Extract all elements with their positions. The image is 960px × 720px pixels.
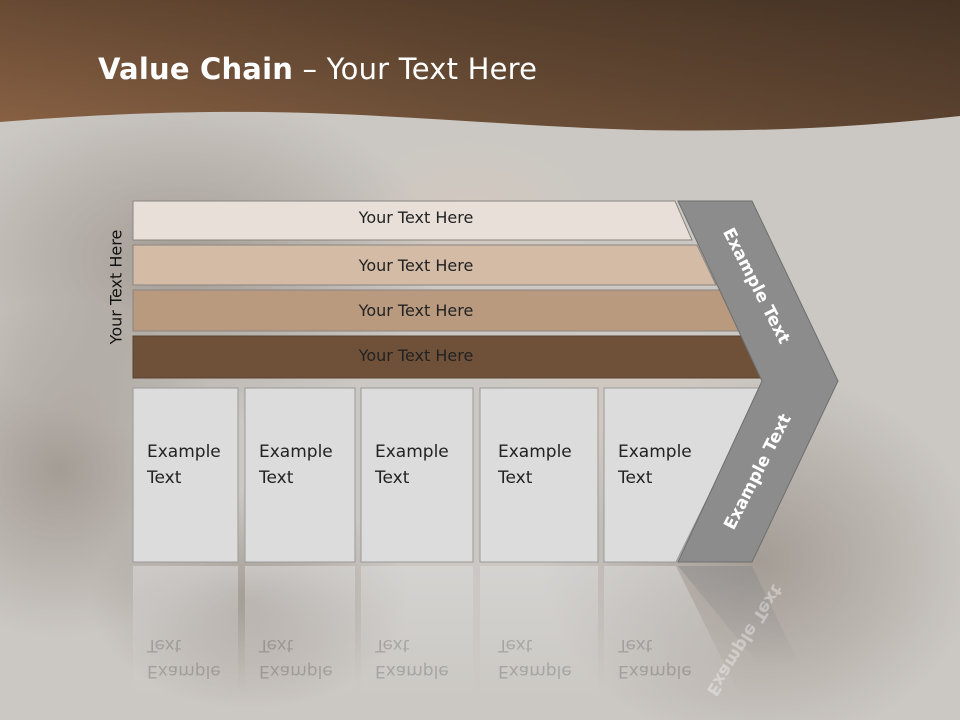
vertical-label: Your Text Here [106,229,126,345]
band-4-label: Your Text Here [358,346,474,365]
column-1-label: Example Text [147,442,221,488]
band-3-label: Your Text Here [358,301,474,320]
chevron [677,200,839,563]
column-4-label: Example Text [498,442,572,488]
column-3 [360,387,474,563]
column-3-reflection: Example Text [375,635,449,681]
slide-title: Value Chain – Your Text Here [98,52,537,86]
column-2-label: Example Text [259,442,333,488]
column-3-label: Example Text [375,442,449,488]
band-1-label: Your Text Here [358,208,474,227]
band-2-label: Your Text Here [358,256,474,275]
column-5-label: Example Text [618,442,692,488]
column-4 [479,387,599,563]
column-2 [244,387,356,563]
column-1-reflection: Example Text [147,635,221,681]
band-1 [132,200,693,241]
column-2-reflection: Example Text [259,635,333,681]
column-5 [603,387,763,563]
title-rest: – Your Text Here [293,52,538,86]
title-bold: Value Chain [98,52,294,86]
column-4-reflection: Example Text [498,635,572,681]
band-2 [132,244,717,286]
column-5-reflection: Example Text [618,635,692,681]
column-1 [132,387,239,563]
